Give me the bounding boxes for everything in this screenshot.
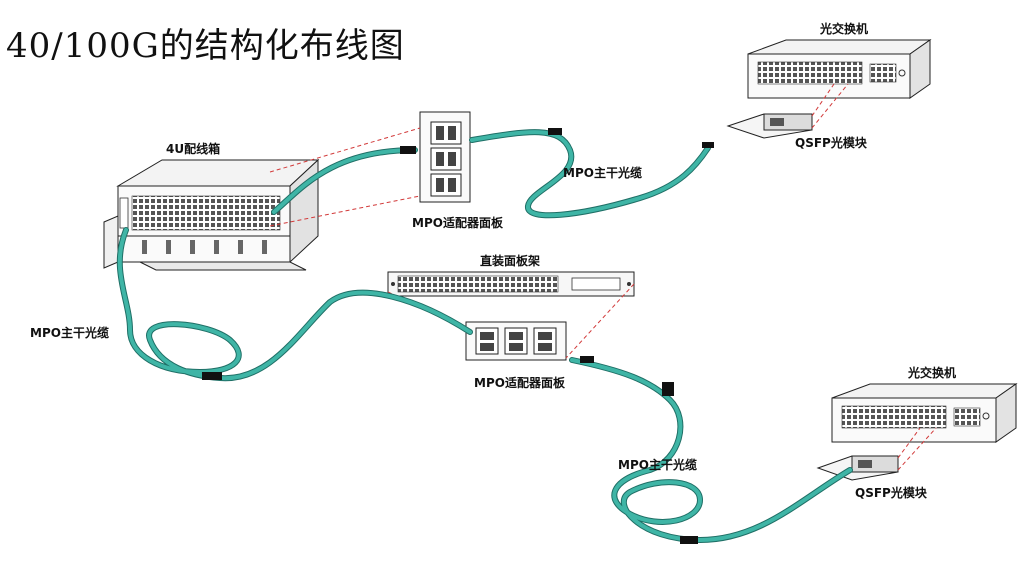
connector (202, 372, 222, 380)
label-switch-top: 光交换机 (820, 22, 869, 36)
label-switch-bottom: 光交换机 (908, 366, 957, 380)
qsfp-module-top (726, 113, 813, 139)
connector (702, 142, 714, 148)
connector (580, 356, 594, 363)
connector (662, 382, 674, 396)
label-qsfp-top: QSFP光模块 (795, 136, 867, 150)
label-adapter-top: MPO适配器面板 (412, 216, 503, 230)
optical-switch-bottom (831, 383, 1018, 443)
diagram-title: 40/100G的结构化布线图 (6, 26, 405, 66)
optical-switch-top (747, 39, 932, 99)
qsfp-module-bottom (816, 455, 899, 481)
label-trunk-left: MPO主干光缆 (30, 326, 109, 340)
mpo-adapter-panel-top (419, 111, 471, 203)
label-4u-box: 4U配线箱 (166, 142, 221, 156)
mpo-adapter-panel-middle (465, 321, 567, 361)
cable-trunk-left (116, 227, 473, 382)
label-adapter-middle: MPO适配器面板 (474, 376, 565, 390)
connector (400, 146, 416, 154)
label-qsfp-bottom: QSFP光模块 (855, 486, 927, 500)
cable-trunk-top (469, 129, 711, 219)
label-trunk-top: MPO主干光缆 (563, 166, 642, 180)
rack-panel (387, 271, 635, 297)
connector (548, 128, 562, 135)
label-rack-panel: 直装面板架 (480, 254, 541, 268)
cable-box-to-adapter-top (271, 147, 418, 215)
label-trunk-bottom: MPO主干光缆 (618, 458, 697, 472)
connector (680, 536, 698, 544)
distribution-box-4u (103, 158, 320, 271)
cable-trunk-bottom (569, 357, 853, 544)
